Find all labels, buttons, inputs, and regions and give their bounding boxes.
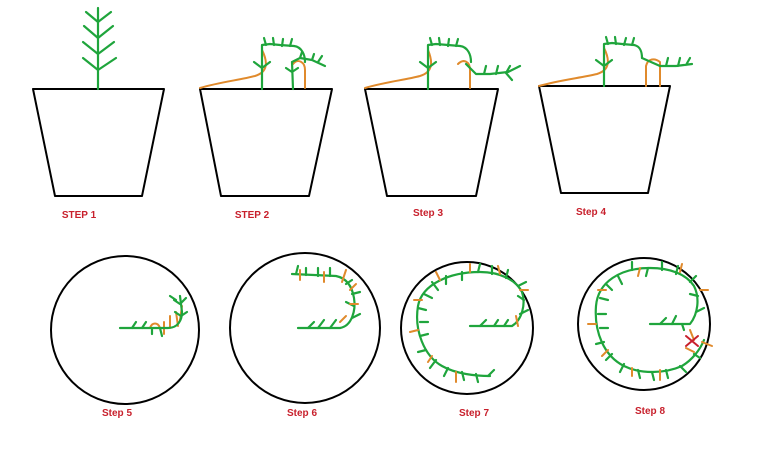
plant-3 bbox=[418, 36, 522, 91]
panel-step-2 bbox=[199, 36, 333, 197]
label-step-1: STEP 1 bbox=[61, 210, 97, 221]
label-step-5: Step 5 bbox=[101, 408, 133, 419]
stem-5 bbox=[149, 305, 183, 335]
panel-step-5 bbox=[50, 255, 200, 405]
spiral-plant-6 bbox=[290, 264, 362, 330]
panel-step-3 bbox=[364, 36, 522, 197]
cut-mark bbox=[685, 335, 699, 347]
stem-8 bbox=[587, 263, 713, 381]
panel-step-8 bbox=[577, 257, 713, 391]
label-step-8: Step 8 bbox=[634, 406, 666, 417]
label-step-4: Step 4 bbox=[575, 207, 607, 218]
plant-2 bbox=[252, 36, 327, 91]
seedling-plant bbox=[81, 6, 118, 91]
stem-7 bbox=[409, 263, 529, 383]
trailing-stem-3 bbox=[364, 49, 471, 89]
plant-4 bbox=[594, 35, 694, 88]
pot-top-6 bbox=[229, 252, 381, 404]
label-step-6: Step 6 bbox=[286, 408, 318, 419]
spiral-plant-5 bbox=[118, 294, 189, 338]
pot-top-5 bbox=[50, 255, 200, 405]
pot-2 bbox=[199, 88, 333, 197]
pot-1 bbox=[32, 88, 165, 197]
trailing-stem-4 bbox=[538, 47, 661, 87]
trailing-stem-2 bbox=[199, 44, 306, 89]
pot-top-7 bbox=[400, 261, 534, 395]
pot-3 bbox=[364, 88, 499, 197]
label-step-3: Step 3 bbox=[412, 208, 444, 219]
stem-6 bbox=[299, 269, 359, 323]
spiral-plant-8 bbox=[594, 260, 706, 382]
panel-step-4 bbox=[538, 35, 694, 194]
spiral-plant-7 bbox=[416, 262, 530, 384]
pot-top-8 bbox=[577, 257, 711, 391]
label-step-2: STEP 2 bbox=[234, 210, 270, 221]
label-step-7: Step 7 bbox=[458, 408, 490, 419]
pot-4 bbox=[538, 85, 671, 194]
panel-step-6 bbox=[229, 252, 381, 404]
panel-step-1 bbox=[32, 6, 165, 197]
panel-step-7 bbox=[400, 261, 534, 395]
